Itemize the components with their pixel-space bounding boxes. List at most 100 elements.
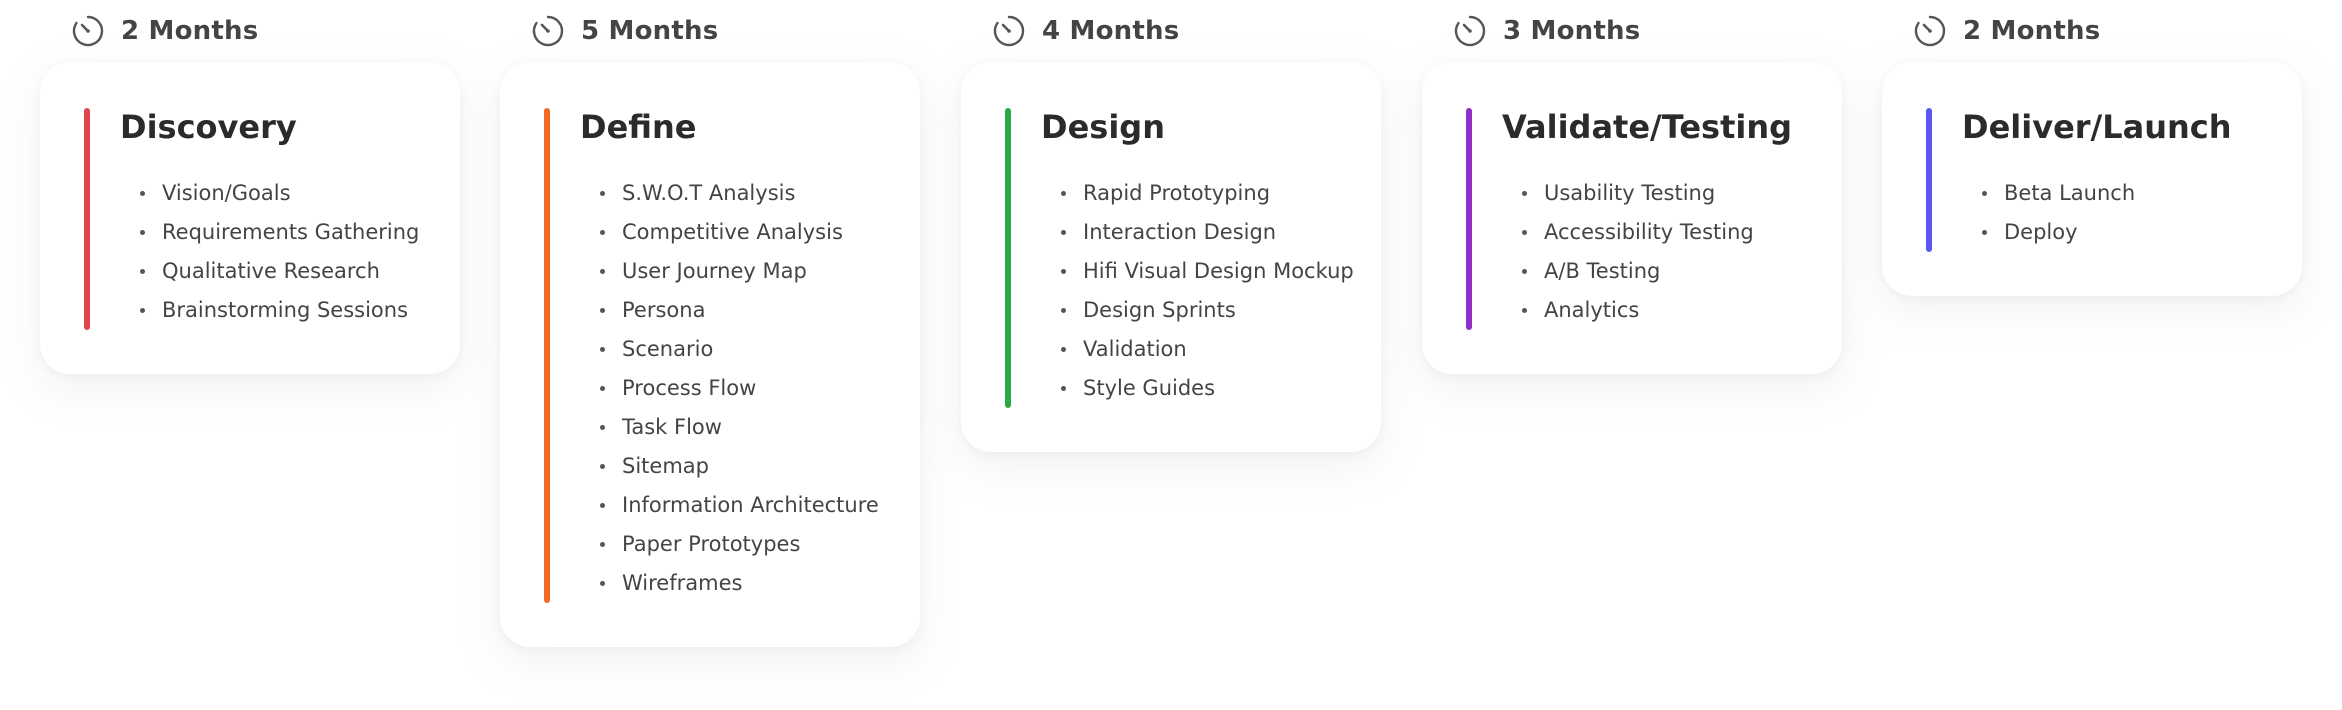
activity-item: Scenario bbox=[600, 330, 890, 369]
activity-item: Beta Launch bbox=[1982, 174, 2272, 213]
bullet-dot bbox=[600, 347, 605, 352]
activity-item: Vision/Goals bbox=[140, 174, 430, 213]
bullet-dot bbox=[600, 269, 605, 274]
stopwatch-icon bbox=[532, 15, 564, 47]
phase-title: Define bbox=[580, 108, 697, 146]
activity-label: Competitive Analysis bbox=[622, 220, 843, 244]
activity-label: Deploy bbox=[2004, 220, 2078, 244]
activity-label: Task Flow bbox=[622, 415, 722, 439]
activity-label: S.W.O.T Analysis bbox=[622, 181, 796, 205]
activity-label: User Journey Map bbox=[622, 259, 807, 283]
duration-header: 2 Months bbox=[40, 0, 460, 62]
activity-label: Beta Launch bbox=[2004, 181, 2136, 205]
activity-item: Requirements Gathering bbox=[140, 213, 430, 252]
phase-title: Validate/Testing bbox=[1502, 108, 1793, 146]
accent-bar bbox=[84, 108, 90, 330]
activity-item: S.W.O.T Analysis bbox=[600, 174, 890, 213]
bullet-dot bbox=[600, 230, 605, 235]
stopwatch-icon bbox=[1454, 15, 1486, 47]
activity-item: Qualitative Research bbox=[140, 252, 430, 291]
stopwatch-icon bbox=[1914, 15, 1946, 47]
bullet-dot bbox=[600, 542, 605, 547]
activity-label: Process Flow bbox=[622, 376, 757, 400]
bullet-dot bbox=[1061, 269, 1066, 274]
duration-header: 3 Months bbox=[1422, 0, 1842, 62]
phase-title: Deliver/Launch bbox=[1962, 108, 2232, 146]
duration-header: 5 Months bbox=[500, 0, 920, 62]
phase-title: Discovery bbox=[120, 108, 297, 146]
duration-label: 2 Months bbox=[1963, 16, 2101, 46]
bullet-dot bbox=[140, 230, 145, 235]
activity-label: Persona bbox=[622, 298, 706, 322]
bullet-dot bbox=[1061, 191, 1066, 196]
phase-title: Design bbox=[1041, 108, 1165, 146]
bullet-dot bbox=[600, 386, 605, 391]
bullet-dot bbox=[600, 464, 605, 469]
activity-label: Validation bbox=[1083, 337, 1187, 361]
bullet-dot bbox=[1061, 386, 1066, 391]
activity-item: Information Architecture bbox=[600, 486, 890, 525]
bullet-dot bbox=[1522, 308, 1527, 313]
bullet-dot bbox=[1522, 269, 1527, 274]
activity-item: Interaction Design bbox=[1061, 213, 1351, 252]
bullet-dot bbox=[1982, 230, 1987, 235]
activity-item: Brainstorming Sessions bbox=[140, 291, 430, 330]
activity-label: Brainstorming Sessions bbox=[162, 298, 409, 322]
bullet-dot bbox=[600, 191, 605, 196]
activity-item: Competitive Analysis bbox=[600, 213, 890, 252]
activity-item: Validation bbox=[1061, 330, 1351, 369]
activity-item: Design Sprints bbox=[1061, 291, 1351, 330]
bullet-dot bbox=[140, 191, 145, 196]
activity-label: Paper Prototypes bbox=[622, 532, 801, 556]
bullet-dot bbox=[140, 269, 145, 274]
activity-item: Sitemap bbox=[600, 447, 890, 486]
activity-item: Style Guides bbox=[1061, 369, 1351, 408]
activity-item: Task Flow bbox=[600, 408, 890, 447]
activity-item: Wireframes bbox=[600, 564, 890, 603]
duration-label: 4 Months bbox=[1042, 16, 1180, 46]
activity-label: Scenario bbox=[622, 337, 714, 361]
activity-label: Usability Testing bbox=[1544, 181, 1716, 205]
activity-item: Accessibility Testing bbox=[1522, 213, 1812, 252]
accent-bar bbox=[1005, 108, 1011, 408]
accent-bar bbox=[1466, 108, 1472, 330]
activity-item: Hifi Visual Design Mockup bbox=[1061, 252, 1354, 291]
activity-item: Deploy bbox=[1982, 213, 2272, 252]
activity-item: User Journey Map bbox=[600, 252, 890, 291]
activity-item: Rapid Prototyping bbox=[1061, 174, 1351, 213]
activity-label: Accessibility Testing bbox=[1544, 220, 1754, 244]
activity-label: Style Guides bbox=[1083, 376, 1216, 400]
stopwatch-icon bbox=[993, 15, 1025, 47]
bullet-dot bbox=[1061, 230, 1066, 235]
activity-label: Qualitative Research bbox=[162, 259, 380, 283]
bullet-dot bbox=[600, 308, 605, 313]
bullet-dot bbox=[600, 581, 605, 586]
activity-item: Analytics bbox=[1522, 291, 1812, 330]
activity-label: Analytics bbox=[1544, 298, 1640, 322]
duration-label: 3 Months bbox=[1503, 16, 1641, 46]
activity-item: Process Flow bbox=[600, 369, 890, 408]
bullet-dot bbox=[1522, 191, 1527, 196]
phase-validate-testing: 3 Months Validate/Testing Usability Test… bbox=[1422, 0, 1842, 374]
activity-label: Sitemap bbox=[622, 454, 709, 478]
bullet-dot bbox=[1061, 347, 1066, 352]
activity-label: Interaction Design bbox=[1083, 220, 1277, 244]
stopwatch-icon bbox=[72, 15, 104, 47]
activity-label: Information Architecture bbox=[622, 493, 879, 517]
duration-label: 2 Months bbox=[121, 16, 259, 46]
activity-item: Usability Testing bbox=[1522, 174, 1812, 213]
